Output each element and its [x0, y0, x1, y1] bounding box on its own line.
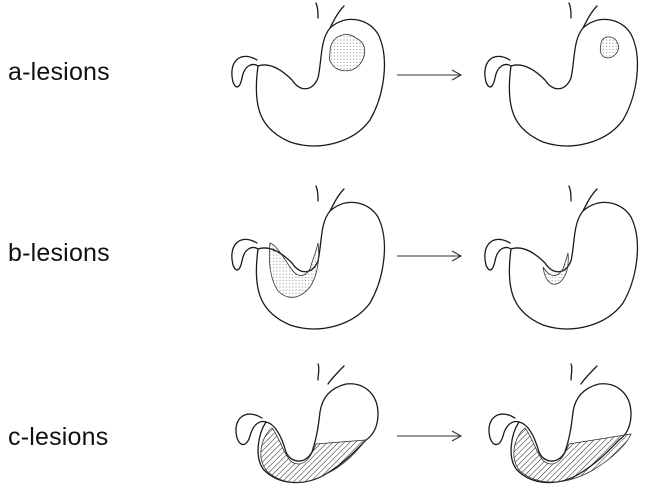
lesion-c-after — [514, 428, 631, 482]
stomach-a-after — [485, 3, 638, 146]
lesion-c-before — [261, 428, 366, 483]
stomach-b-after — [485, 186, 638, 329]
lesion-a-before — [330, 34, 365, 70]
stomach-a-before — [232, 3, 385, 146]
stomach-c-before — [236, 364, 378, 483]
arrow-a — [397, 70, 461, 80]
arrow-c — [397, 431, 461, 441]
stomach-c-after — [489, 364, 631, 483]
lesion-a-after — [600, 37, 618, 58]
lesion-b-before — [269, 243, 318, 297]
stomach-b-before — [232, 186, 385, 329]
lesion-b-after — [543, 253, 568, 284]
arrow-b — [397, 251, 461, 261]
